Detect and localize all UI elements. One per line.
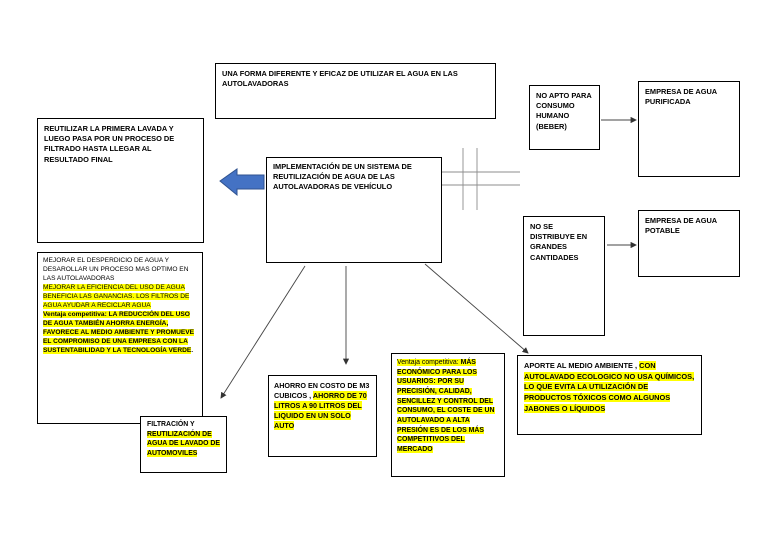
arrow-to-aporte xyxy=(424,263,529,354)
left-top-text: REUTILIZAR LA PRIMERA LAVADA Y LUEGO PAS… xyxy=(44,124,175,164)
purificada-box: EMPRESA DE AGUA PURIFICADA xyxy=(638,81,740,177)
potable-box: EMPRESA DE AGUA POTABLE xyxy=(638,210,740,277)
no-apto-text: NO APTO PARA CONSUMO HUMANO (BEBER) xyxy=(536,91,592,131)
center-box: IMPLEMENTACIÓN DE UN SISTEMA DE REUTILIZ… xyxy=(266,157,442,263)
left-mid-box: MEJORAR EL DESPERDICIO DE AGUA Y DESAROL… xyxy=(37,252,203,424)
aporte-a: APORTE AL MEDIO AMBIENTE , xyxy=(524,361,640,370)
ventaja-box: Ventaja competitiva: MÁS ECONÓMICO PARA … xyxy=(391,353,505,477)
left-block-arrow xyxy=(219,168,265,197)
filtracion-box: FILTRACIÓN Y REUTILIZACIÓN DE AGUA DE LA… xyxy=(140,416,227,473)
center-text: IMPLEMENTACIÓN DE UN SISTEMA DE REUTILIZ… xyxy=(273,162,412,192)
left-top-box: REUTILIZAR LA PRIMERA LAVADA Y LUEGO PAS… xyxy=(37,118,204,243)
arrow-to-filtracion xyxy=(220,265,306,399)
header-text: UNA FORMA DIFERENTE Y EFICAZ DE UTILIZAR… xyxy=(222,69,458,89)
left-mid-p3a: Ventaja competitiva: xyxy=(43,310,109,318)
left-mid-p1: MEJORAR EL DESPERDICIO DE AGUA Y DESAROL… xyxy=(43,257,189,282)
header-box: UNA FORMA DIFERENTE Y EFICAZ DE UTILIZAR… xyxy=(215,63,496,119)
aporte-box: APORTE AL MEDIO AMBIENTE , CON AUTOLAVAD… xyxy=(517,355,702,435)
left-mid-p3c: . xyxy=(191,346,194,354)
left-mid-p2: MEJORAR LA EFICIENCIA DEL USO DE AGUA BE… xyxy=(43,283,190,309)
no-distribuye-text: NO SE DISTRIBUYE EN GRANDES CANTIDADES xyxy=(530,222,588,262)
ahorro-box: AHORRO EN COSTO DE M3 CUBICOS , AHORRO D… xyxy=(268,375,377,457)
potable-text: EMPRESA DE AGUA POTABLE xyxy=(645,216,717,236)
filtracion-line2: REUTILIZACIÓN DE AGUA DE LAVADO DE AUTOM… xyxy=(147,430,220,457)
no-distribuye-box: NO SE DISTRIBUYE EN GRANDES CANTIDADES xyxy=(523,216,605,336)
filtracion-line1: FILTRACIÓN Y xyxy=(147,421,195,428)
cross-lines xyxy=(430,148,520,210)
ventaja-b: MÁS ECONÓMICO PARA LOS USUARIOS: POR SU … xyxy=(397,359,495,453)
ahorro-a: AHORRO EN COSTO DE M3 CUBICOS , xyxy=(274,381,370,401)
purificada-text: EMPRESA DE AGUA PURIFICADA xyxy=(645,87,717,107)
no-apto-box: NO APTO PARA CONSUMO HUMANO (BEBER) xyxy=(529,85,600,150)
ventaja-a: Ventaja competitiva: xyxy=(397,359,461,366)
